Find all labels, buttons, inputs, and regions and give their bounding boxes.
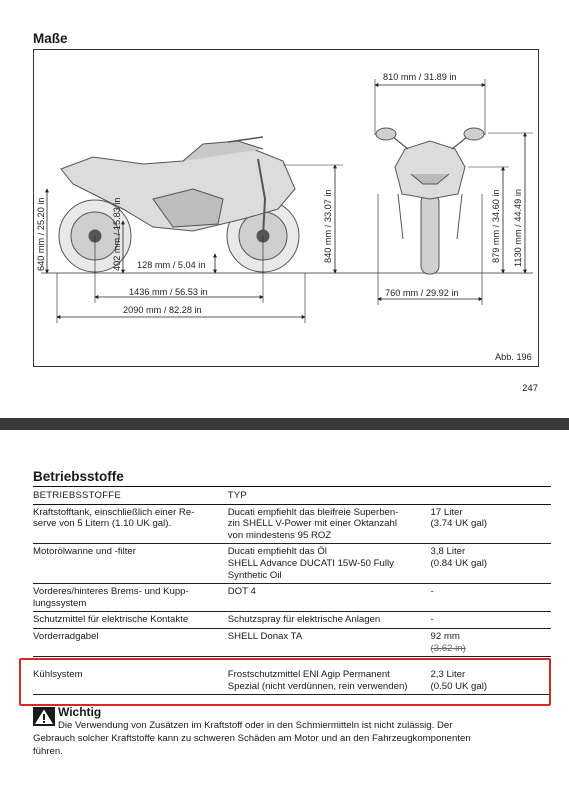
cell-qty: - [430,583,551,613]
cell-item: Motorölwanne und -filter [33,543,228,585]
highlight-box [19,658,551,706]
fluids-table: BETRIEBSSTOFFE TYP Kraftstofftank, einsc… [33,487,551,696]
table-row: Kühlsystem Frostschutzmittel ENI Agip Pe… [33,656,551,696]
cell-type: SHELL Donax TA [227,628,431,658]
dimensions-heading: Maße [33,31,68,46]
dim-clearance: 128 mm / 5.04 in [137,260,205,270]
cell-qty: - [430,611,551,629]
dim-width-top: 810 mm / 31.89 in [383,72,457,82]
cell-item: Kraftstofftank, einschließlich einer Re-… [33,504,228,545]
cell-item: Vorderradgabel [33,628,228,658]
table-row: Kraftstofftank, einschließlich einer Re-… [33,504,551,545]
dim-total-height: 1130 mm / 44.49 in [513,189,523,267]
cell-item: Kühlsystem [33,656,228,696]
dim-length: 2090 mm / 82.28 in [123,305,202,315]
col-header-item: BETRIEBSSTOFFE [33,487,228,505]
warning-line-1: Die Verwendung von Zusätzen im Kraftstof… [58,720,453,731]
cell-type: Schutzspray für elektrische Anlagen [227,611,431,629]
dim-footpeg: 402 mm / 15.83 in [112,197,122,271]
cell-qty: 92 mm(3.62 in) [430,628,551,658]
dimensions-drawing: 810 mm / 31.89 in 760 mm / 29.92 in 1436… [36,72,533,362]
col-header-type: TYP [227,487,431,505]
dim-mirror-height: 879 mm / 34.60 in [491,189,501,263]
cell-type: Ducati empfiehlt das bleifreie Superben-… [227,504,431,545]
table-row: Vorderradgabel SHELL Donax TA 92 mm(3.62… [33,628,551,658]
motorcycle-front-view-icon [375,127,485,275]
dim-wheelbase: 1436 mm / 56.53 in [129,287,208,297]
warning-icon [33,707,55,726]
page-number: 247 [522,383,538,394]
warning-line-2: Gebrauch solcher Kraftstoffe kann zu sch… [33,733,471,744]
figure-reference: Abb. 196 [495,352,532,362]
page-divider [0,418,569,430]
fluids-heading: Betriebsstoffe [33,469,124,484]
cell-item: Schutzmittel für elektrische Kontakte [33,611,228,629]
table-row: Schutzmittel für elektrische Kontakte Sc… [33,611,551,629]
cell-item: Vorderes/hinteres Brems- und Kupp-lungss… [33,583,228,613]
dim-width-bottom: 760 mm / 29.92 in [385,288,459,298]
dim-seat-height: 840 mm / 33.07 in [323,189,333,263]
table-row: Motorölwanne und -filter Ducati empfiehl… [33,543,551,585]
cell-qty: 2,3 Liter(0.50 UK gal) [430,656,551,696]
cell-qty: 3,8 Liter(0.84 UK gal) [430,543,551,585]
col-header-qty [430,487,551,505]
fluids-heading-rule [33,486,551,487]
fluids-table-header: BETRIEBSSTOFFE TYP [33,487,551,505]
table-row: Vorderes/hinteres Brems- und Kupp-lungss… [33,583,551,613]
warning-line-3: führen. [33,746,63,757]
dim-rear-height: 640 mm / 25.20 in [36,197,46,271]
warning-title: Wichtig [58,705,102,719]
dimensions-figure-frame [33,49,539,367]
cell-type: DOT 4 [227,583,431,613]
cell-qty: 17 Liter(3.74 UK gal) [430,504,551,545]
